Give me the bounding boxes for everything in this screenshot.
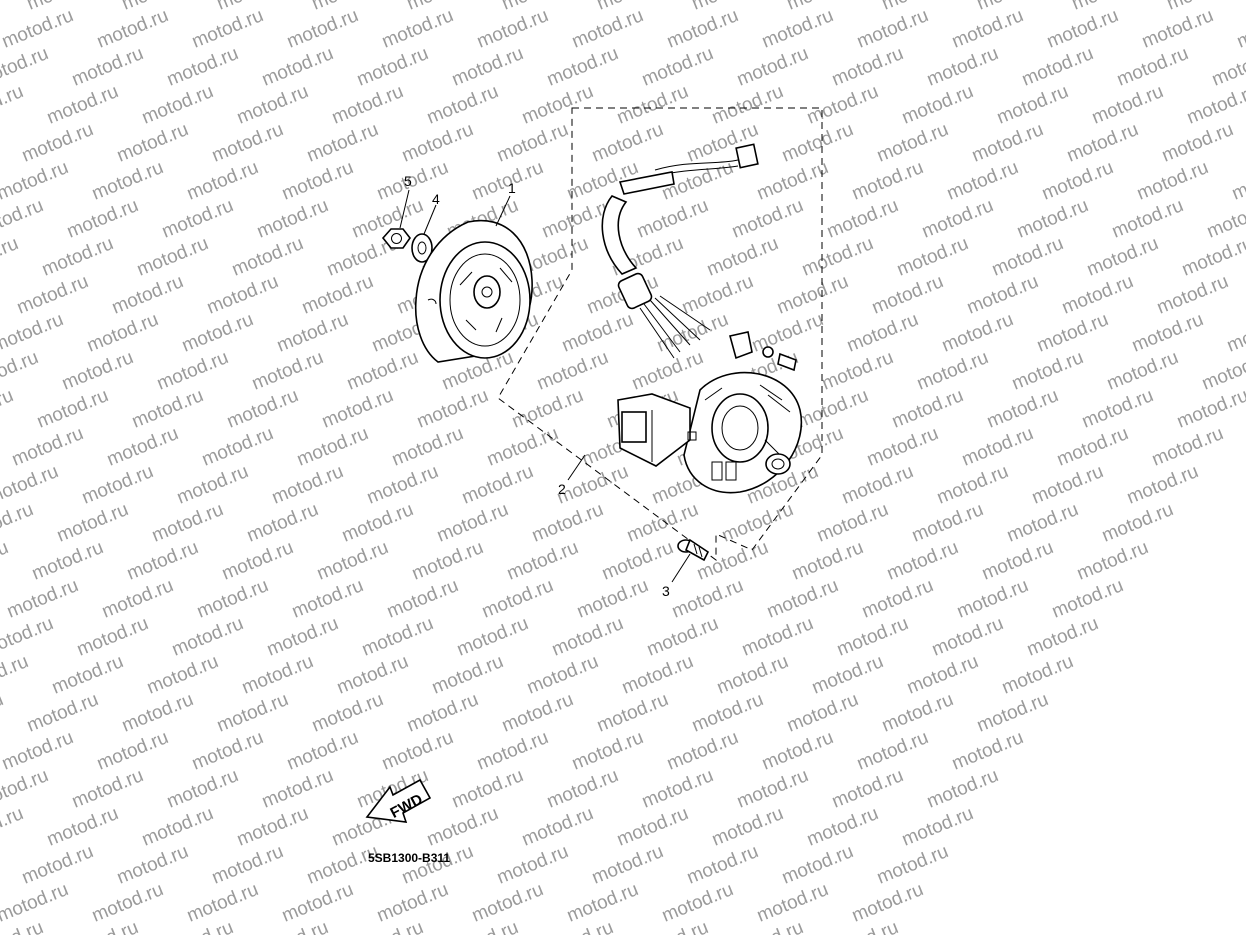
- watermark-text: motod.ru: [0, 233, 21, 281]
- diagram-code: 5SB1300-B311: [368, 851, 450, 865]
- watermark-text: motod.ru: [1229, 157, 1246, 205]
- watermark-text: motod.ru: [0, 689, 6, 737]
- washer-part: [411, 233, 433, 263]
- watermark-text: motod.ru: [0, 803, 26, 851]
- watermark-text: motod.ru: [0, 613, 56, 661]
- assembly-outline: [497, 107, 823, 561]
- callout-5: 5: [404, 173, 412, 189]
- watermark-text: motod.ru: [0, 119, 1, 167]
- stator-part: [601, 143, 803, 494]
- watermark-text: motod.ru: [0, 537, 11, 585]
- callout-2: 2: [558, 481, 566, 497]
- screw-part: [677, 538, 710, 562]
- watermark-text: motod.ru: [0, 461, 61, 509]
- callout-1: 1: [508, 180, 516, 196]
- callout-4: 4: [432, 191, 440, 207]
- watermark-text: motod.ru: [0, 651, 31, 699]
- leader-lines: [399, 189, 691, 583]
- watermark-text: motod.ru: [1234, 5, 1246, 53]
- watermark-text: motod.ru: [0, 0, 6, 15]
- watermark-text: motod.ru: [0, 385, 16, 433]
- watermark-text: motod.ru: [0, 841, 1, 889]
- watermark-text: motod.ru: [1224, 309, 1246, 357]
- rotor-part: [414, 219, 533, 363]
- watermark-text: motod.ru: [0, 499, 36, 547]
- callout-labels: 1 2 3 4 5: [404, 173, 670, 599]
- callout-3: 3: [662, 583, 670, 599]
- watermark-text: motod.ru: [0, 81, 26, 129]
- nut-part: [381, 228, 411, 249]
